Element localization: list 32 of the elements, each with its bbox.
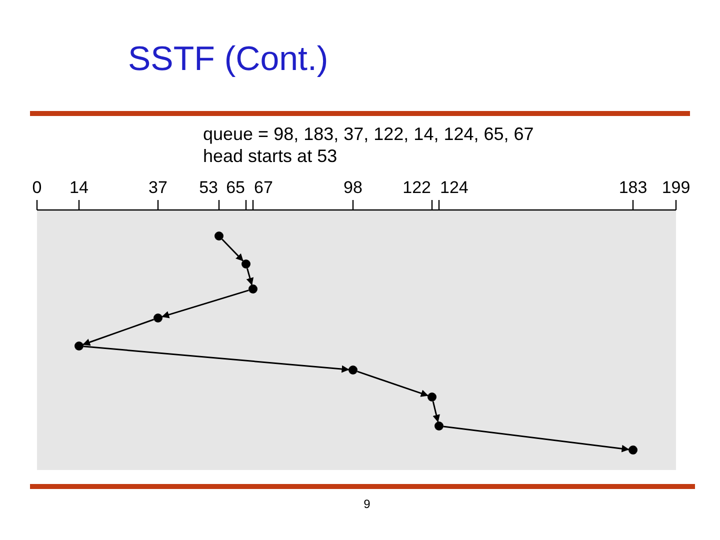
arrow	[82, 318, 154, 346]
slide-title: SSTF (Cont.)	[128, 40, 328, 79]
page-number: 9	[364, 497, 370, 511]
arrow	[357, 370, 428, 397]
request-dot	[242, 260, 250, 268]
request-dot	[248, 284, 258, 294]
tick-label: 124	[440, 178, 468, 198]
tick-label: 53	[199, 178, 218, 198]
head-start-text: head starts at 53	[203, 146, 338, 167]
tick-label: 0	[32, 178, 42, 198]
request-dot	[74, 342, 84, 350]
arrow	[246, 268, 254, 286]
request-dot	[348, 366, 358, 374]
tick-label: 67	[254, 178, 273, 198]
request-dot	[428, 392, 436, 402]
arrow	[443, 426, 630, 452]
tick-label: 122	[402, 178, 431, 198]
queue-text: queue = 98, 183, 37, 122, 14, 124, 65, 67	[203, 124, 534, 145]
request-dot	[154, 314, 162, 322]
tick-label: 37	[148, 178, 168, 198]
request-dot	[214, 232, 224, 240]
arrow	[83, 346, 350, 373]
tick-label: 98	[344, 178, 362, 198]
request-dot	[628, 446, 638, 454]
tick-label: 183	[618, 178, 648, 198]
arrow	[432, 401, 440, 422]
tick-label: 65	[226, 178, 245, 198]
tick-label: 14	[70, 178, 88, 198]
tick-label: 199	[662, 178, 690, 198]
request-dot	[434, 422, 444, 430]
arrow	[222, 238, 244, 262]
arrow	[162, 290, 249, 318]
